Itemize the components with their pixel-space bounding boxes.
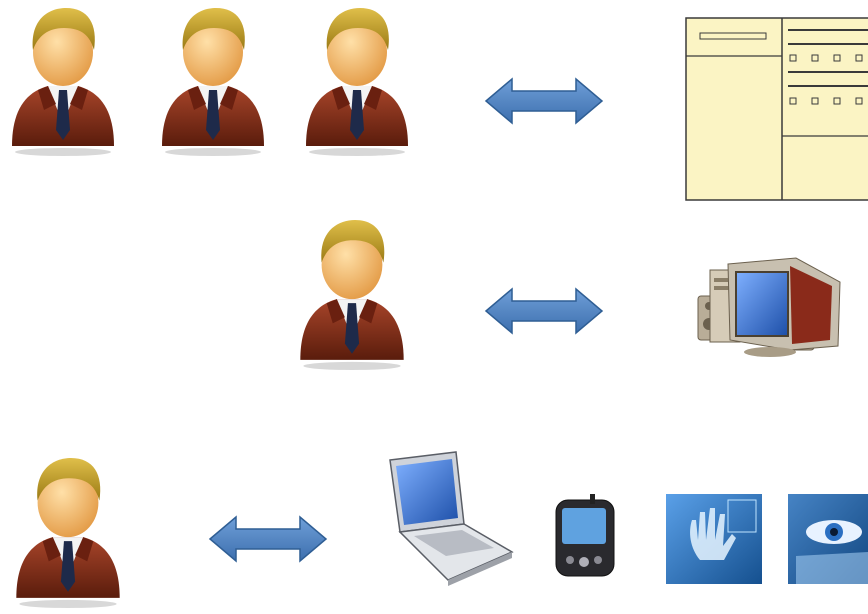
user-icon xyxy=(12,8,114,156)
laptop-icon xyxy=(389,451,514,586)
paper-form-icon xyxy=(685,17,868,201)
iris-eye-scan-icon xyxy=(788,494,868,584)
desktop-computer-icon xyxy=(697,257,841,357)
user-icon xyxy=(16,458,120,608)
user-icon xyxy=(306,8,408,156)
double-arrow-icon xyxy=(485,78,603,124)
row-3 xyxy=(16,451,868,608)
fingerprint-hand-scan-icon xyxy=(666,494,762,584)
double-arrow-icon xyxy=(485,288,603,334)
row-1 xyxy=(12,8,868,201)
user-icon xyxy=(300,220,404,370)
row-2 xyxy=(300,220,841,370)
pda-phone-icon xyxy=(555,494,615,577)
double-arrow-icon xyxy=(209,516,327,562)
user-icon xyxy=(162,8,264,156)
